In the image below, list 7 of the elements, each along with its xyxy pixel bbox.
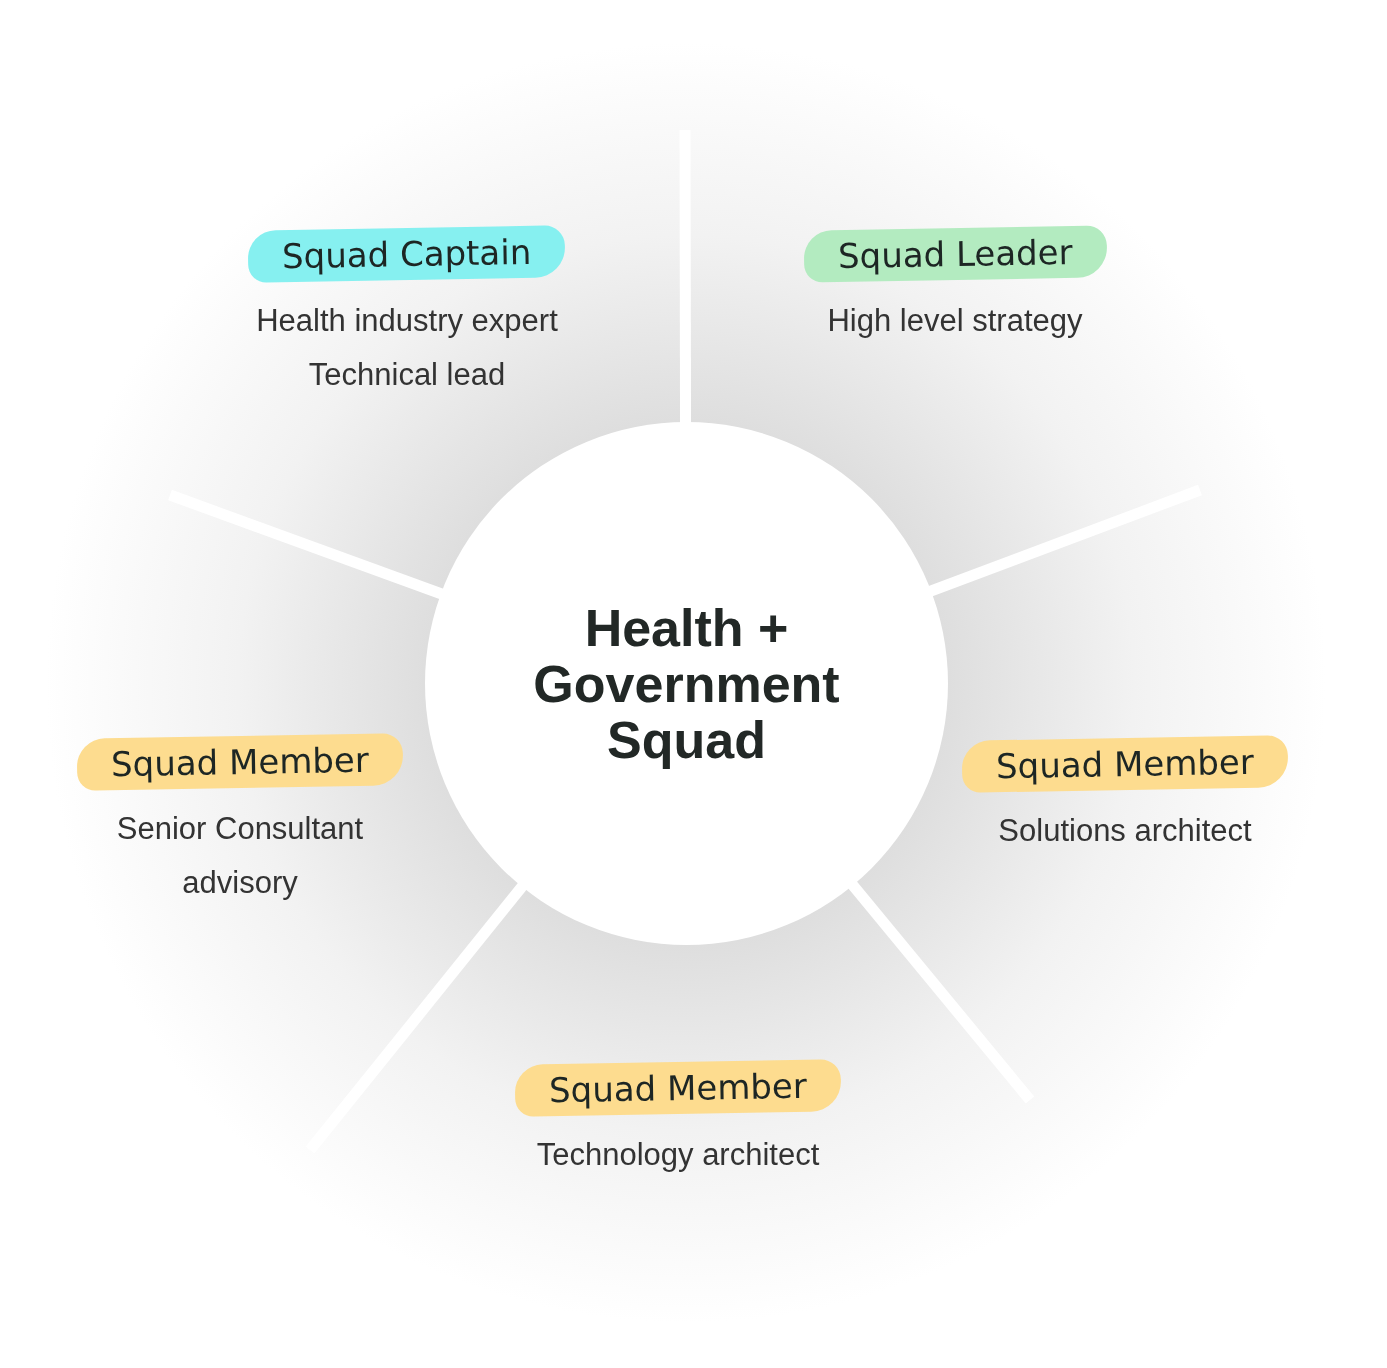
role-description: Technology architect xyxy=(535,1136,821,1174)
role-description: High level strategy xyxy=(826,302,1084,340)
role-description: Senior Consultant advisory xyxy=(115,810,365,902)
hub-title: Health + Government Squad xyxy=(532,599,841,768)
role-description: Health industry expert xyxy=(255,302,559,340)
role-description: Technical lead xyxy=(307,356,507,394)
role-description: Solutions architect xyxy=(997,812,1253,850)
